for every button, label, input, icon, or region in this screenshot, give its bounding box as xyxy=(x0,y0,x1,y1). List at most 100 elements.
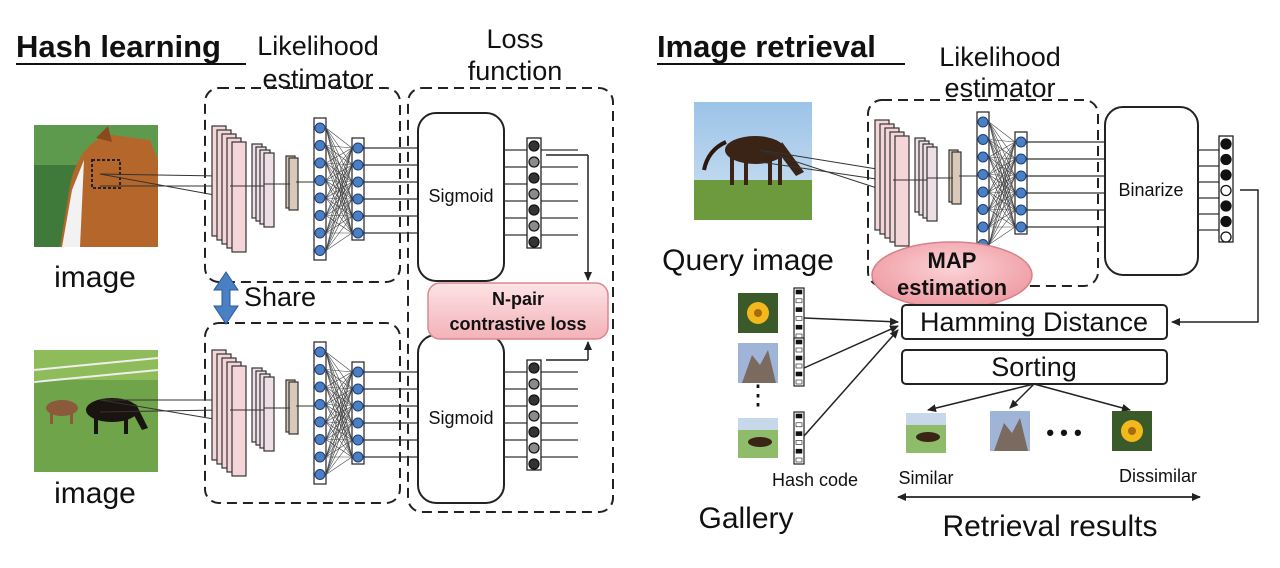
neuron xyxy=(314,346,326,358)
neuron xyxy=(352,193,364,205)
neuron xyxy=(1015,170,1027,182)
neuron xyxy=(977,204,989,215)
sigmoid-bit xyxy=(528,236,540,248)
results-dots: • • • xyxy=(1046,420,1081,445)
neuron xyxy=(314,157,326,169)
estimator-box-bottom xyxy=(204,322,401,504)
binary-bit xyxy=(1220,215,1232,228)
binary-bit xyxy=(1220,184,1232,197)
share-label: Share xyxy=(244,282,316,312)
gallery-code xyxy=(793,337,805,387)
conv-layer xyxy=(288,381,299,435)
n-pair-loss-box xyxy=(427,282,609,340)
estimator-label-line1: Likelihood xyxy=(257,31,379,61)
neuron xyxy=(352,210,364,222)
sigmoid-label-bottom: Sigmoid xyxy=(428,408,493,428)
neuron xyxy=(314,122,326,134)
retrieval-results-label: Retrieval results xyxy=(942,510,1157,543)
conv-layer xyxy=(231,365,247,477)
binary-bit xyxy=(1220,153,1232,166)
sigmoid-bit xyxy=(528,156,540,168)
similar-label: Similar xyxy=(898,468,953,488)
retrieval-estimator-line1: Likelihood xyxy=(939,42,1061,72)
hash-learning-title: Hash learning xyxy=(16,29,221,64)
neuron xyxy=(977,221,989,233)
binary-bit xyxy=(1220,231,1232,243)
neuron xyxy=(314,175,326,186)
conv-layer xyxy=(263,152,275,228)
result-thumb-flower xyxy=(1112,411,1152,451)
gallery-dots: ⋮ xyxy=(745,380,772,410)
sigmoid-bit xyxy=(528,204,540,216)
sigmoid-box-top xyxy=(417,112,505,282)
conv-layer xyxy=(894,135,910,247)
conv-layer xyxy=(231,141,247,253)
gallery-thumb-tree xyxy=(738,343,778,383)
map-label-line2: estimation xyxy=(897,275,1007,300)
sigmoid-bit xyxy=(528,188,540,200)
image-label-top: image xyxy=(54,261,136,294)
gallery-code-bit xyxy=(795,448,803,454)
loss-box-line2: contrastive loss xyxy=(449,314,586,334)
network-top xyxy=(99,117,418,261)
conv-layer xyxy=(951,151,962,205)
conv-layer xyxy=(926,146,938,222)
gallery-hash-codes xyxy=(793,287,805,465)
gallery-thumb-flower xyxy=(738,293,778,333)
loss-label-line1: Loss xyxy=(486,24,543,54)
neuron xyxy=(314,399,326,410)
binarize-label: Binarize xyxy=(1118,180,1183,200)
fc-layer xyxy=(313,117,327,261)
neuron xyxy=(352,451,364,463)
binary-bit xyxy=(1220,200,1232,212)
sigmoid-bit xyxy=(528,378,540,390)
estimator-box-top xyxy=(204,87,401,283)
neuron xyxy=(977,169,989,180)
sigmoid-bit xyxy=(528,442,540,454)
gallery-code-bit xyxy=(795,324,803,330)
neuron xyxy=(352,417,364,429)
neuron xyxy=(314,364,326,375)
sigmoid-outputs-bottom xyxy=(504,359,578,471)
binarize-box xyxy=(1104,106,1199,276)
map-label-line1: MAP xyxy=(928,248,977,273)
gallery-code-bit xyxy=(795,316,803,321)
neuron xyxy=(314,434,326,445)
neuron xyxy=(352,142,364,154)
gallery-thumb-horse xyxy=(738,418,778,458)
neuron xyxy=(352,176,364,188)
image-retrieval-panel: Image retrieval Likelihood estimator Que… xyxy=(657,29,1259,543)
binary-bit xyxy=(1220,138,1232,150)
gallery-code-bit xyxy=(795,333,803,339)
gallery-code-bit xyxy=(795,440,803,445)
sigmoid-bit xyxy=(528,394,540,406)
gallery-code-bit xyxy=(795,363,803,369)
fc-layer xyxy=(313,341,327,485)
neuron xyxy=(352,383,364,395)
sigmoid-bit xyxy=(528,140,540,152)
binary-bit xyxy=(1220,169,1232,181)
network-bottom xyxy=(99,341,418,485)
gallery-code xyxy=(793,411,805,465)
image-retrieval-title: Image retrieval xyxy=(657,29,876,64)
neuron xyxy=(314,245,326,256)
hash-learning-panel: Hash learning Likelihood estimator Loss … xyxy=(16,24,614,513)
binary-hash-output xyxy=(1198,135,1234,243)
neuron xyxy=(314,192,326,204)
gallery-code-bit xyxy=(795,347,803,353)
horse-image-top xyxy=(34,125,158,247)
neuron xyxy=(314,451,326,463)
hash-code-label: Hash code xyxy=(772,470,858,490)
retrieval-estimator-line2: estimator xyxy=(944,73,1055,103)
result-thumb-tree xyxy=(990,411,1030,451)
neuron xyxy=(1015,204,1027,216)
neuron xyxy=(352,434,364,446)
query-image-label: Query image xyxy=(662,244,834,277)
neuron xyxy=(352,400,364,412)
gallery-code-bit xyxy=(795,379,803,385)
estimator-label-line2: estimator xyxy=(262,64,373,94)
gallery-code-bit xyxy=(795,422,803,428)
neuron xyxy=(314,210,326,221)
gallery-code xyxy=(793,287,805,341)
result-thumb-horse xyxy=(906,413,946,453)
